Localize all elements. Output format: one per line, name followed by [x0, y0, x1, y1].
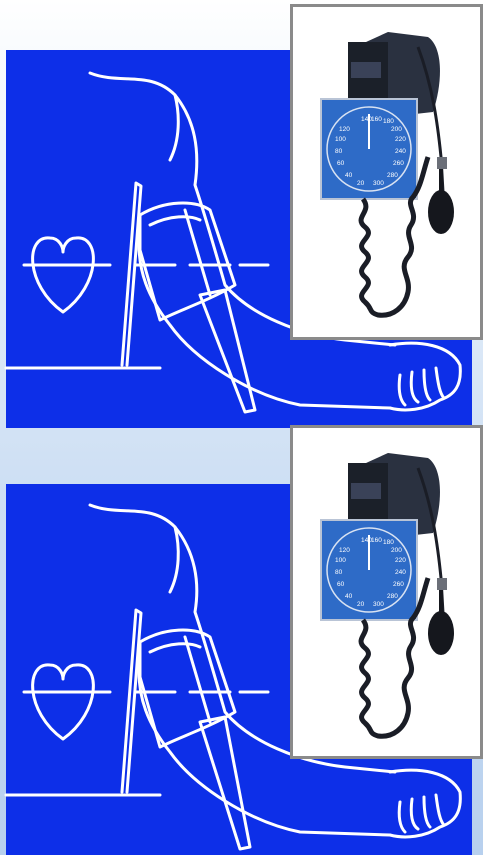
gauge-label-120: 120 [339, 126, 350, 133]
gauge-label-80: 80 [335, 148, 343, 155]
gauge-label-240: 240 [395, 569, 406, 576]
gauge-label-160: 160 [371, 537, 382, 544]
sphygmomanometer-photo: 140 160 180 120 200 100 220 80 240 60 26… [290, 425, 483, 759]
gauge-label-280: 280 [387, 172, 398, 179]
gauge-label-280: 280 [387, 593, 398, 600]
gauge-label-40: 40 [345, 593, 353, 600]
gauge-label-300: 300 [373, 601, 384, 608]
gauge-label-260: 260 [393, 581, 404, 588]
gauge-label-160: 160 [371, 116, 382, 123]
gauge-label-220: 220 [395, 136, 406, 143]
gauge-label-60: 60 [337, 160, 345, 167]
gauge-label-200: 200 [391, 547, 402, 554]
gauge-label-300: 300 [373, 180, 384, 187]
gauge-label-100: 100 [335, 136, 346, 143]
bulb-pump-icon [428, 578, 454, 655]
gauge-label-60: 60 [337, 581, 345, 588]
gauge-label-80: 80 [335, 569, 343, 576]
gauge-label-100: 100 [335, 557, 346, 564]
gauge-label-180: 180 [383, 118, 394, 125]
gauge-label-200: 200 [391, 126, 402, 133]
gauge-label-20: 20 [357, 180, 365, 187]
gauge-label-240: 240 [395, 148, 406, 155]
gauge-icon: 140 160 180 120 200 100 220 80 240 60 26… [321, 520, 417, 620]
gauge-label-260: 260 [393, 160, 404, 167]
gauge-label-220: 220 [395, 557, 406, 564]
sphygmomanometer-photo: 140 160 180 120 200 100 220 80 240 60 26… [290, 4, 483, 340]
slide-top: 140 160 180 120 200 100 220 80 240 60 26… [0, 0, 483, 428]
gauge-label-180: 180 [383, 539, 394, 546]
gauge-label-20: 20 [357, 601, 365, 608]
bulb-pump-icon [428, 157, 454, 234]
slide-bottom: 140 160 180 120 200 100 220 80 240 60 26… [0, 427, 483, 855]
gauge-icon: 140 160 180 120 200 100 220 80 240 60 26… [321, 99, 417, 199]
gauge-label-120: 120 [339, 547, 350, 554]
gauge-label-40: 40 [345, 172, 353, 179]
